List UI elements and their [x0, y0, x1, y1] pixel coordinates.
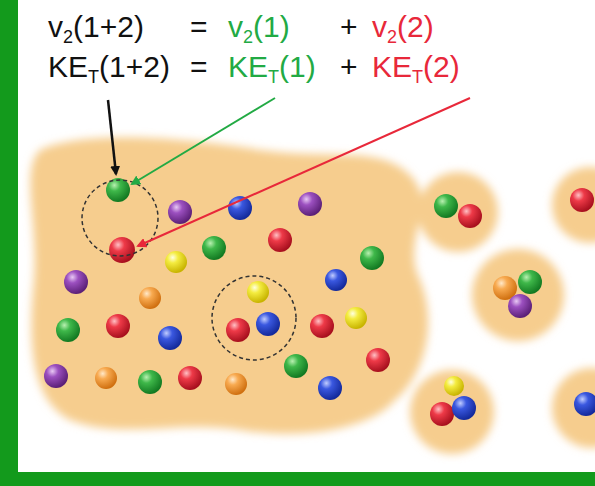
formula-text: v	[48, 10, 63, 43]
subscript: 2	[387, 27, 397, 47]
formula-text: (1)	[253, 10, 290, 43]
formula-text: KE	[48, 50, 88, 83]
formula-text: +	[340, 50, 358, 83]
subscript: 2	[243, 27, 253, 47]
formula-text: (2)	[397, 10, 434, 43]
formula-text: (1+2)	[99, 50, 170, 83]
formula-term: v2(1)	[228, 12, 290, 46]
formula-text: KE	[228, 50, 268, 83]
formula-term: v2(1+2)	[48, 12, 144, 46]
subscript: T	[268, 67, 279, 87]
formula-text: (1)	[279, 50, 316, 83]
formula-text: +	[340, 10, 358, 43]
formula-term: KET(2)	[372, 52, 460, 86]
subscript: T	[88, 67, 99, 87]
formula-term: +	[340, 52, 358, 82]
formula-text: v	[228, 10, 243, 43]
formula-text: (1+2)	[73, 10, 144, 43]
formula-term: =	[190, 52, 208, 82]
formula-text: v	[372, 10, 387, 43]
formula-term: v2(2)	[372, 12, 434, 46]
formula-text: (2)	[423, 50, 460, 83]
formula-text: =	[190, 50, 208, 83]
subscript: T	[412, 67, 423, 87]
formula-term: =	[190, 12, 208, 42]
formula-term: KET(1+2)	[48, 52, 170, 86]
formula-term: +	[340, 12, 358, 42]
formula-text: =	[190, 10, 208, 43]
formula-term: KET(1)	[228, 52, 316, 86]
formula-text: KE	[372, 50, 412, 83]
subscript: 2	[63, 27, 73, 47]
